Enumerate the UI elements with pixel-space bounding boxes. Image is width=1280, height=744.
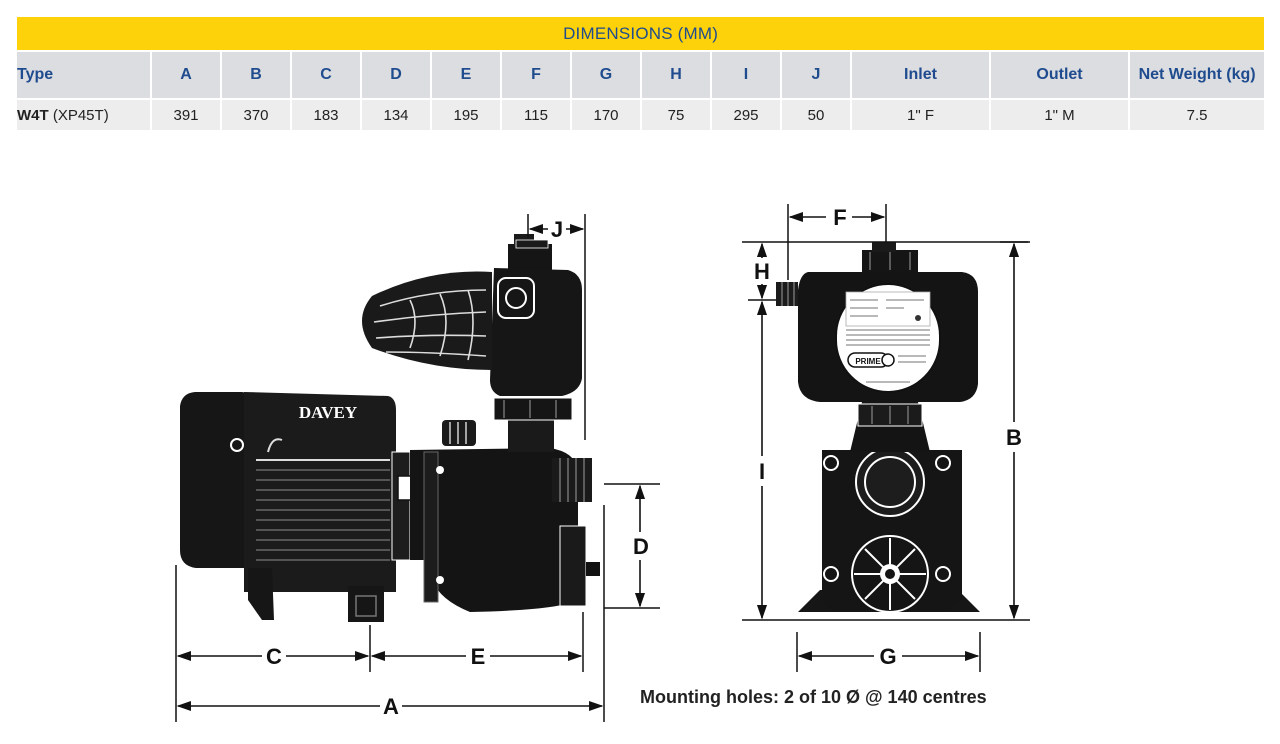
dim-label-d: D bbox=[633, 534, 649, 559]
header-c: C bbox=[292, 50, 360, 98]
prime-label: PRIME bbox=[855, 357, 881, 366]
model-suffix: (XP45T) bbox=[48, 106, 109, 124]
dim-label-j: J bbox=[551, 217, 563, 242]
cell-outlet: 1" M bbox=[991, 98, 1128, 130]
header-net-weight: Net Weight (kg) bbox=[1130, 50, 1265, 98]
dim-label-a: A bbox=[383, 694, 399, 719]
brand-label: DAVEY bbox=[299, 403, 357, 422]
header-g: G bbox=[572, 50, 640, 98]
header-outlet: Outlet bbox=[991, 50, 1128, 98]
cell-g: 170 bbox=[572, 98, 640, 130]
dim-label-b: B bbox=[1006, 425, 1022, 450]
mounting-holes-note: Mounting holes: 2 of 10 Ø @ 140 centres bbox=[640, 687, 987, 707]
header-type: Type bbox=[17, 50, 150, 98]
header-e: E bbox=[432, 50, 500, 98]
model-name: W4T bbox=[17, 106, 49, 124]
cell-net-weight: 7.5 bbox=[1130, 98, 1265, 130]
header-a: A bbox=[152, 50, 220, 98]
cell-h: 75 bbox=[642, 98, 710, 130]
dimensions-table: DIMENSIONS (MM) Type A B C D E F G H I J… bbox=[15, 17, 1266, 130]
dimension-arrows bbox=[176, 211, 1020, 712]
pump-front-view: PRIME bbox=[776, 242, 980, 613]
cell-i: 295 bbox=[712, 98, 780, 130]
dim-label-h: H bbox=[754, 259, 770, 284]
header-j: J bbox=[782, 50, 850, 98]
cell-a: 391 bbox=[152, 98, 220, 130]
cell-inlet: 1" F bbox=[852, 98, 989, 130]
cell-c: 183 bbox=[292, 98, 360, 130]
cell-b: 370 bbox=[222, 98, 290, 130]
header-i: I bbox=[712, 50, 780, 98]
table-banner: DIMENSIONS (MM) bbox=[17, 17, 1265, 50]
cell-e: 195 bbox=[432, 98, 500, 130]
header-inlet: Inlet bbox=[852, 50, 989, 98]
cell-type: W4T (XP45T) bbox=[17, 98, 150, 130]
table-header-row: Type A B C D E F G H I J Inlet Outlet Ne… bbox=[17, 50, 1265, 98]
dim-label-i: I bbox=[759, 459, 765, 484]
dim-label-f: F bbox=[833, 205, 846, 230]
cell-d: 134 bbox=[362, 98, 430, 130]
cell-j: 50 bbox=[782, 98, 850, 130]
header-h: H bbox=[642, 50, 710, 98]
cell-f: 115 bbox=[502, 98, 570, 130]
header-b: B bbox=[222, 50, 290, 98]
dim-label-g: G bbox=[879, 644, 896, 669]
pump-side-view: DAVEY bbox=[180, 234, 600, 622]
dimension-labels: A C E D J F G H I B bbox=[266, 205, 1022, 719]
table-row: W4T (XP45T) 391 370 183 134 195 115 170 … bbox=[17, 98, 1265, 130]
header-d: D bbox=[362, 50, 430, 98]
dim-label-e: E bbox=[471, 644, 486, 669]
dim-label-c: C bbox=[266, 644, 282, 669]
dimension-lines bbox=[175, 204, 1030, 722]
header-f: F bbox=[502, 50, 570, 98]
